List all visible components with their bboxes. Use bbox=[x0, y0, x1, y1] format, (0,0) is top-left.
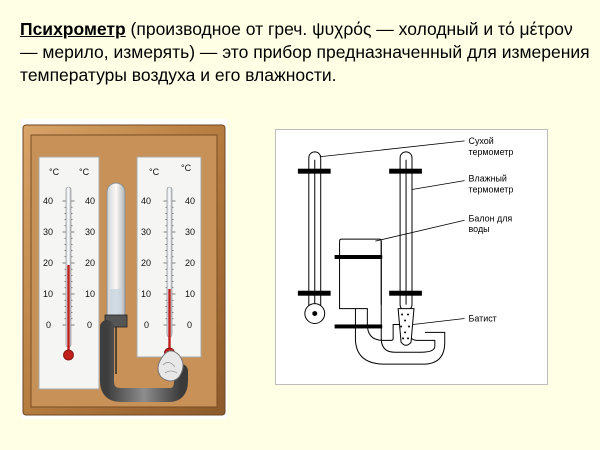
clamp bbox=[334, 255, 383, 259]
label-wet-thermometer: Влажный bbox=[469, 174, 507, 184]
tick-label: 30 bbox=[185, 227, 195, 237]
clamp bbox=[389, 168, 422, 174]
clamp bbox=[297, 168, 331, 174]
tick-label: 20 bbox=[141, 258, 151, 268]
tick-label: 10 bbox=[85, 289, 95, 299]
tick-label: 30 bbox=[43, 227, 53, 237]
intro-text: (производное от греч. ψυχρός — холодный … bbox=[20, 19, 590, 85]
batiste-wick bbox=[397, 308, 415, 346]
tick-label: 10 bbox=[141, 289, 151, 299]
tick-label: 10 bbox=[185, 289, 195, 299]
label-batiste: Батист bbox=[469, 313, 497, 323]
unit-label: °C bbox=[149, 167, 160, 177]
tick-label: 0 bbox=[46, 320, 51, 330]
tick-label: 10 bbox=[43, 289, 53, 299]
unit-label: °C bbox=[49, 167, 60, 177]
unit-label: °C bbox=[181, 163, 192, 173]
label-dry-thermometer: термометр bbox=[469, 147, 514, 157]
clamp bbox=[389, 290, 422, 296]
tick-label: 30 bbox=[141, 227, 151, 237]
wet-wick bbox=[157, 350, 184, 382]
tick-label: 0 bbox=[187, 320, 192, 330]
label-water-tank: Балон для bbox=[469, 213, 513, 223]
tick-label: 40 bbox=[185, 196, 195, 206]
clamp bbox=[334, 324, 383, 329]
tick-label: 40 bbox=[141, 196, 151, 206]
tick-label: 20 bbox=[185, 258, 195, 268]
term-psychrometer: Психрометр bbox=[20, 19, 126, 39]
label-wet-thermometer: термометр bbox=[469, 185, 514, 195]
tick-label: 40 bbox=[43, 196, 53, 206]
intro-paragraph: Психрометр (производное от греч. ψυχρός … bbox=[20, 18, 590, 87]
psychrometer-diagram: Сухой термометр Влажный термометр Балон … bbox=[275, 129, 548, 385]
unit-label: °C bbox=[79, 167, 90, 177]
tick-label: 20 bbox=[43, 258, 53, 268]
label-water-tank: воды bbox=[469, 224, 490, 234]
psychrometer-photo: °C °C 40 30 20 10 0 40 30 20 10 0 °C °C … bbox=[21, 119, 227, 419]
dry-mercury-column bbox=[67, 265, 70, 355]
water-pipe bbox=[100, 320, 188, 402]
label-dry-thermometer: Сухой bbox=[469, 136, 494, 146]
tick-label: 0 bbox=[144, 320, 149, 330]
tick-label: 20 bbox=[85, 258, 95, 268]
tick-label: 30 bbox=[85, 227, 95, 237]
wet-mercury-column bbox=[168, 289, 171, 349]
tick-label: 0 bbox=[87, 320, 92, 330]
tick-label: 40 bbox=[85, 196, 95, 206]
dry-thermometer-bulb bbox=[63, 349, 74, 361]
clamp bbox=[297, 290, 331, 296]
